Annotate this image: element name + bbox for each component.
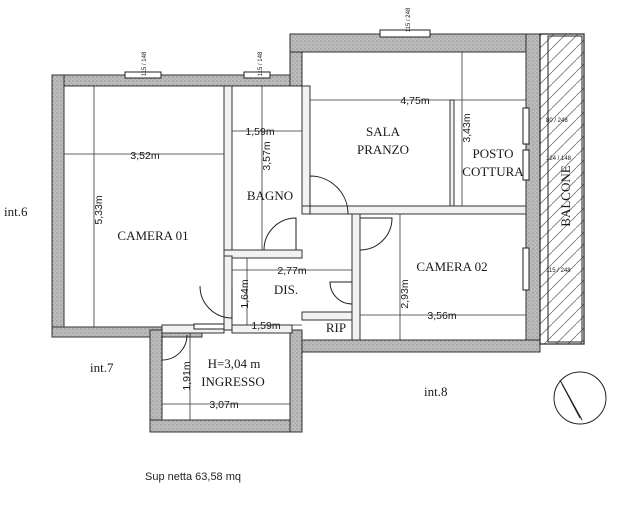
room-label-posto: POSTO [473,146,514,161]
dimension-lines [64,52,526,420]
doors [161,175,393,361]
window-code-top-left: 115 / 148 [142,51,148,76]
window-code-top-mid: 115 / 148 [258,51,264,76]
room-label-rip: RIP [326,320,346,335]
room-label-camera01: CAMERA 01 [117,228,188,243]
dim-dis-width: 2,77m [277,265,306,277]
dim-ingresso-width: 3,07m [209,399,238,411]
dim-camera02-height: 2,93m [399,279,411,308]
dim-camera01-width: 3,52m [130,150,159,162]
dim-camera02-width: 3,56m [427,310,456,322]
dim-bagno-height: 3,57m [261,141,273,170]
dim-dis-lower-width: 1,59m [251,320,280,332]
window-code-right-3: 115 / 248 [546,268,571,274]
room-label-height: H=3,04 m [208,356,261,371]
neighbour-int8: int.8 [424,384,447,399]
dim-sala-width: 4,75m [400,95,429,107]
neighbour-int7: int.7 [90,360,114,375]
room-label-camera02: CAMERA 02 [416,259,487,274]
room-label-sala: SALA [366,124,401,139]
dim-dis-height: 1,64m [239,279,251,308]
window-code-right-2: 124 / 148 [546,156,572,162]
surface-area-label: Sup netta 63,58 mq [145,471,242,483]
room-label-cottura: COTTURA [462,164,524,179]
dim-camera01-height: 5,33m [93,195,105,224]
inner-walls [161,85,527,341]
north-arrow-icon [553,371,607,425]
room-label-bagno: BAGNO [247,188,293,203]
room-label-dis: DIS. [274,282,298,297]
windows [124,29,530,330]
room-label-balcone: BALCONE [558,165,573,226]
balcony [539,33,585,345]
window-code-right-1: 80 / 248 [546,118,568,124]
window-code-top-right: 115 / 248 [406,7,412,32]
room-label-pranzo: PRANZO [357,142,409,157]
dim-bagno-width: 1,59m [245,126,274,138]
dim-ingresso-height: 1,91m [181,361,193,390]
room-label-ingresso: INGRESSO [201,374,265,389]
neighbour-int6: int.6 [4,204,28,219]
dim-sala-height: 3,43m [461,113,473,142]
